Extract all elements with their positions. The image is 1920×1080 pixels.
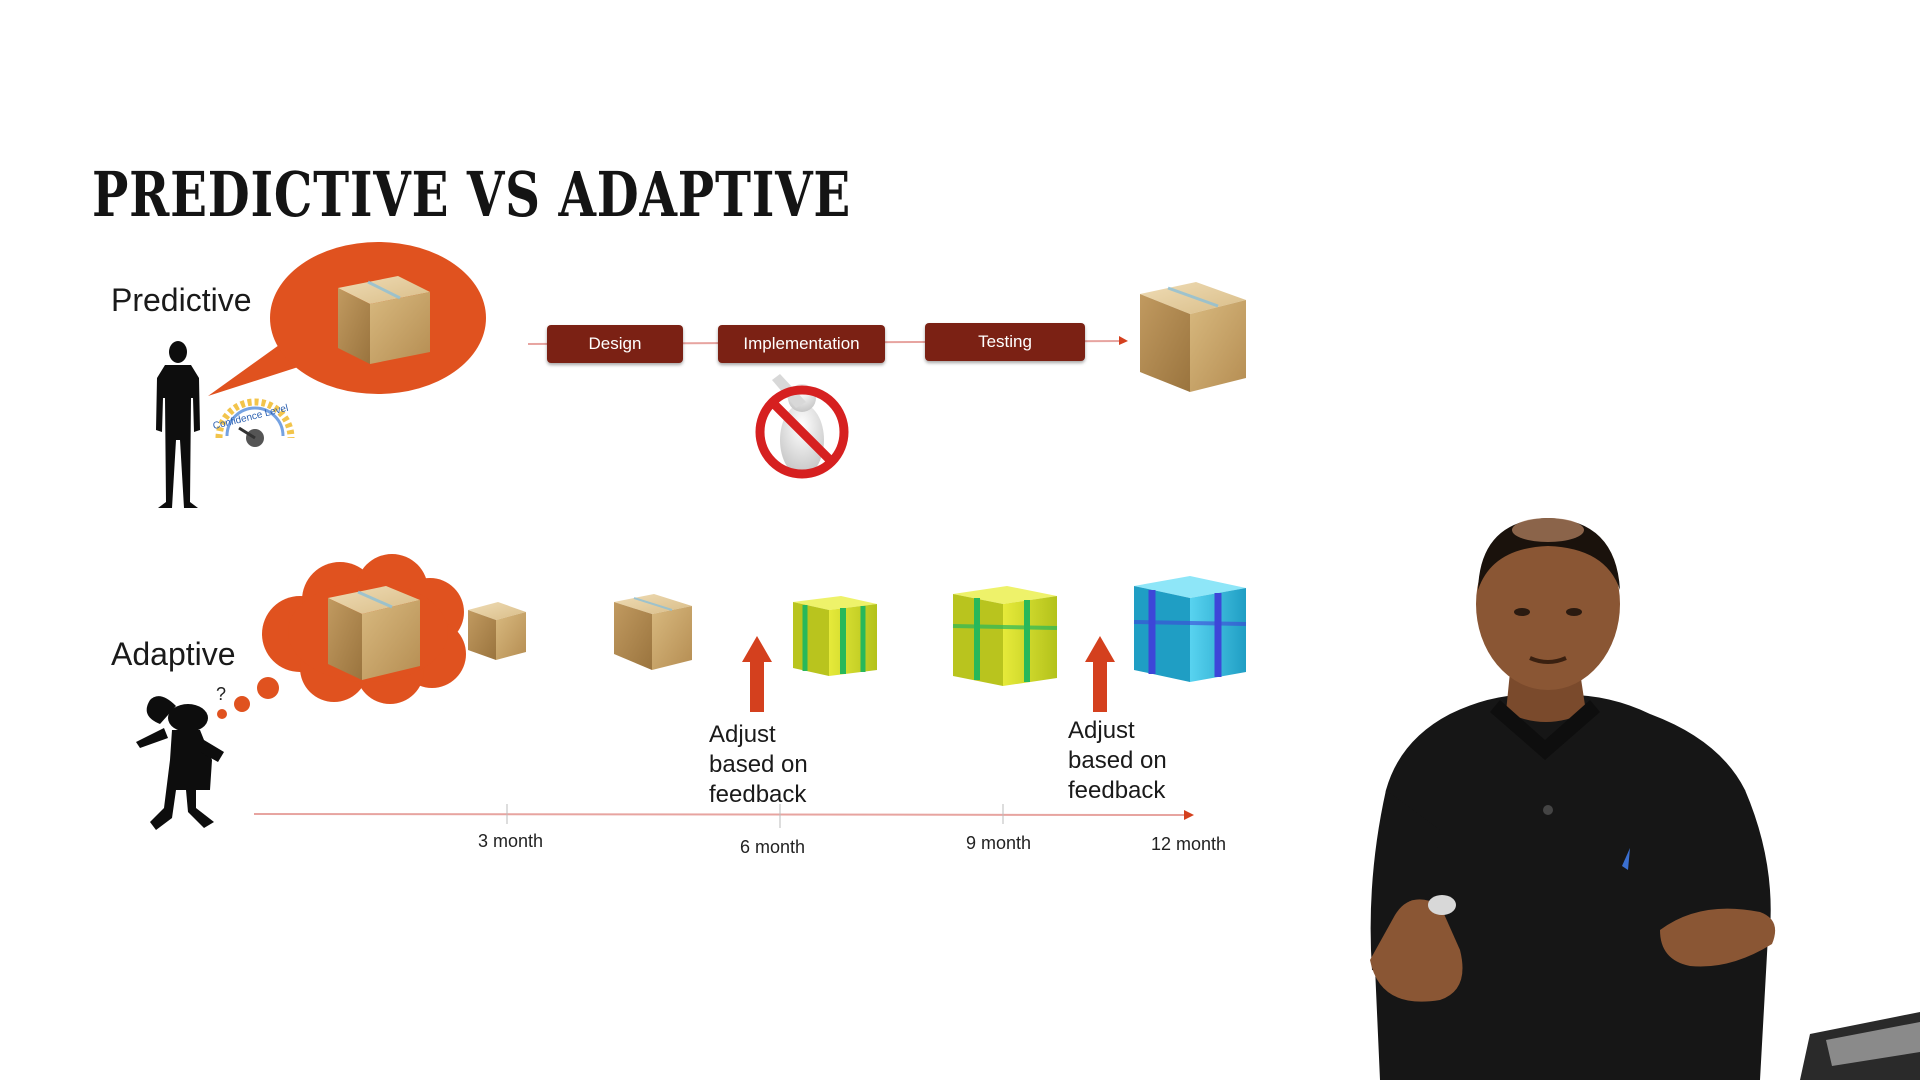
cardboard-box-icon xyxy=(614,594,692,670)
tick-9-month: 9 month xyxy=(966,833,1032,853)
gauge-icon xyxy=(215,398,295,447)
presenter-video xyxy=(1370,518,1776,1080)
predictive-label: Predictive xyxy=(111,282,252,318)
laptop-corner xyxy=(1800,1012,1920,1080)
cardboard-box-icon xyxy=(1133,576,1247,682)
cardboard-box-icon xyxy=(793,596,877,676)
feedback-note-2: Adjust based on feedback xyxy=(1068,717,1167,804)
adaptive-label: Adaptive xyxy=(111,636,236,672)
cardboard-box-icon xyxy=(952,586,1058,686)
phase-implementation: Implementation xyxy=(718,325,885,363)
svg-text:?: ? xyxy=(216,684,226,704)
phase-testing: Testing xyxy=(925,323,1085,361)
slide-title: PREDICTIVE VS ADAPTIVE xyxy=(92,158,852,231)
tick-12-month: 12 month xyxy=(1151,834,1227,854)
cardboard-box-icon xyxy=(1140,282,1246,392)
up-arrow-icon xyxy=(742,636,772,712)
feedback-note-1: Adjust based on feedback xyxy=(709,721,808,808)
tick-6-month: 6 month xyxy=(740,837,806,857)
cardboard-box-icon xyxy=(468,602,526,660)
person-silhouette-icon xyxy=(156,341,200,508)
cardboard-box-icon xyxy=(338,276,430,364)
phase-design: Design xyxy=(547,325,683,363)
up-arrow-icon xyxy=(1085,636,1115,712)
timeline xyxy=(253,804,1194,828)
cardboard-box-icon xyxy=(328,586,420,680)
thinking-person-icon xyxy=(136,696,224,830)
tick-3-month: 3 month xyxy=(478,831,544,851)
prohibited-sign-icon xyxy=(755,374,849,479)
